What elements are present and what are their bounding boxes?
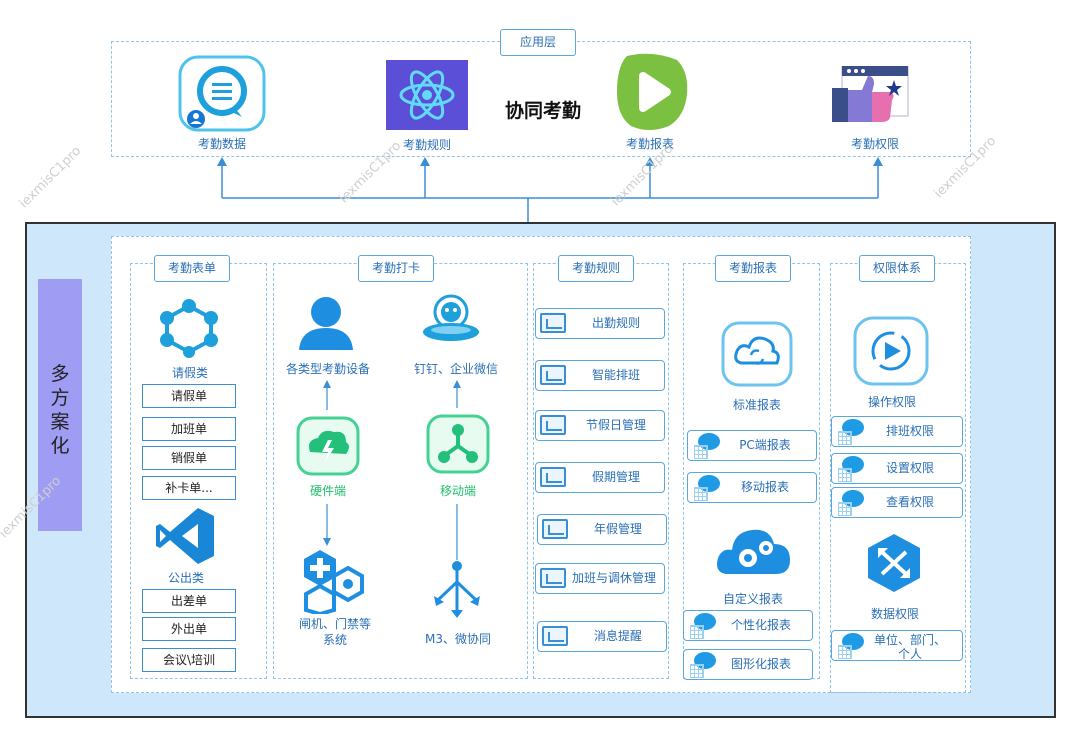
fork-arrows-icon — [432, 560, 482, 618]
app-label-attendance-reports: 考勤报表 — [625, 137, 674, 151]
out-item-3[interactable]: 会议\培训 — [142, 648, 236, 672]
report-button-personalized[interactable]: 个性化报表 — [683, 610, 813, 641]
dashboard-icon — [540, 568, 566, 588]
app-label-attendance-permissions: 考勤权限 — [850, 137, 899, 151]
perm-button-view[interactable]: 查看权限 — [831, 487, 963, 518]
side-label: 多方案化 — [50, 363, 70, 457]
cloud-gears-icon — [714, 516, 794, 582]
network-hexagon-icon — [157, 298, 221, 358]
dashboard-icon — [540, 313, 566, 333]
custom-reports-label: 自定义报表 — [722, 592, 783, 606]
hardware-label: 硬件端 — [309, 484, 346, 498]
reports-section-tag: 考勤报表 — [715, 255, 791, 282]
cloud-lightning-icon — [296, 416, 360, 476]
dashboard-icon — [540, 415, 566, 435]
out-item-2[interactable]: 外出单 — [142, 617, 236, 641]
app-label-attendance-rules: 考勤规则 — [402, 138, 451, 152]
data-permissions-label: 数据权限 — [870, 607, 919, 621]
out-item-1[interactable]: 出差单 — [142, 589, 236, 613]
perm-button-settings[interactable]: 设置权限 — [831, 453, 963, 484]
m3-label: M3、微协同 — [425, 632, 491, 646]
op-permissions-label: 操作权限 — [867, 395, 916, 409]
hexagon-plus-icon — [300, 548, 366, 617]
grid-icon — [838, 468, 852, 482]
side-bar — [38, 279, 82, 531]
leave-item-4[interactable]: 补卡单... — [142, 476, 236, 500]
rule-button-4[interactable]: 假期管理 — [535, 462, 665, 493]
dashboard-icon — [542, 626, 568, 646]
play-refresh-icon — [853, 316, 929, 386]
thumbs-up-icon[interactable] — [832, 65, 912, 126]
rule-button-7[interactable]: 消息提醒 — [537, 621, 667, 652]
grid-icon — [838, 502, 852, 516]
cloud-sync-icon — [721, 321, 793, 387]
user-icon — [297, 294, 355, 352]
grid-icon — [690, 664, 704, 678]
mobile-label: 移动端 — [439, 484, 476, 498]
leave-item-1[interactable]: 请假单 — [142, 384, 236, 408]
permissions-section-tag: 权限体系 — [859, 255, 935, 282]
devices-label: 各类型考勤设备 — [285, 362, 370, 376]
report-button-graphical[interactable]: 图形化报表 — [683, 649, 813, 680]
cross-arrows-icon — [864, 532, 924, 594]
dashboard-icon — [542, 519, 568, 539]
center-title: 协同考勤 — [504, 100, 581, 122]
share-node-icon — [426, 414, 490, 474]
rule-button-6[interactable]: 加班与调休管理 — [535, 563, 665, 594]
rule-button-3[interactable]: 节假日管理 — [535, 410, 665, 441]
vscode-icon — [154, 506, 216, 566]
grid-icon — [694, 487, 708, 501]
ufo-robot-icon — [420, 290, 482, 348]
leave-item-2[interactable]: 加班单 — [142, 417, 236, 441]
grid-icon — [838, 645, 852, 659]
application-layer-tag: 应用层 — [500, 29, 576, 56]
chat-bubble-icon[interactable] — [178, 55, 266, 132]
rules-section-tag: 考勤规则 — [558, 255, 634, 282]
report-button-mobile[interactable]: 移动报表 — [687, 472, 817, 503]
leave-item-3[interactable]: 销假单 — [142, 446, 236, 470]
standard-reports-label: 标准报表 — [732, 398, 781, 412]
app-label-attendance-data: 考勤数据 — [197, 137, 246, 151]
dingtalk-label: 钉钉、企业微信 — [413, 362, 498, 376]
react-atom-icon[interactable] — [386, 60, 468, 130]
perm-button-schedule[interactable]: 排班权限 — [831, 416, 963, 447]
perm-button-data-scope[interactable]: 单位、部门、个人 — [831, 630, 963, 661]
dashboard-icon — [540, 467, 566, 487]
grid-icon — [694, 445, 708, 459]
form-section-tag: 考勤表单 — [154, 255, 230, 282]
grid-icon — [838, 431, 852, 445]
out-category-label: 公出类 — [167, 571, 204, 585]
dashboard-icon — [540, 365, 566, 385]
rule-button-2[interactable]: 智能排班 — [535, 360, 665, 391]
play-button-icon[interactable] — [615, 52, 689, 132]
grid-icon — [690, 625, 704, 639]
rule-button-5[interactable]: 年假管理 — [537, 514, 667, 545]
rule-button-1[interactable]: 出勤规则 — [535, 308, 665, 339]
punch-section-tag: 考勤打卡 — [358, 255, 434, 282]
gate-label-line2: 系统 — [322, 633, 347, 647]
leave-category-label: 请假类 — [171, 366, 208, 380]
gate-label-line1: 闸机、门禁等 — [298, 617, 371, 631]
report-button-pc[interactable]: PC端报表 — [687, 430, 817, 461]
